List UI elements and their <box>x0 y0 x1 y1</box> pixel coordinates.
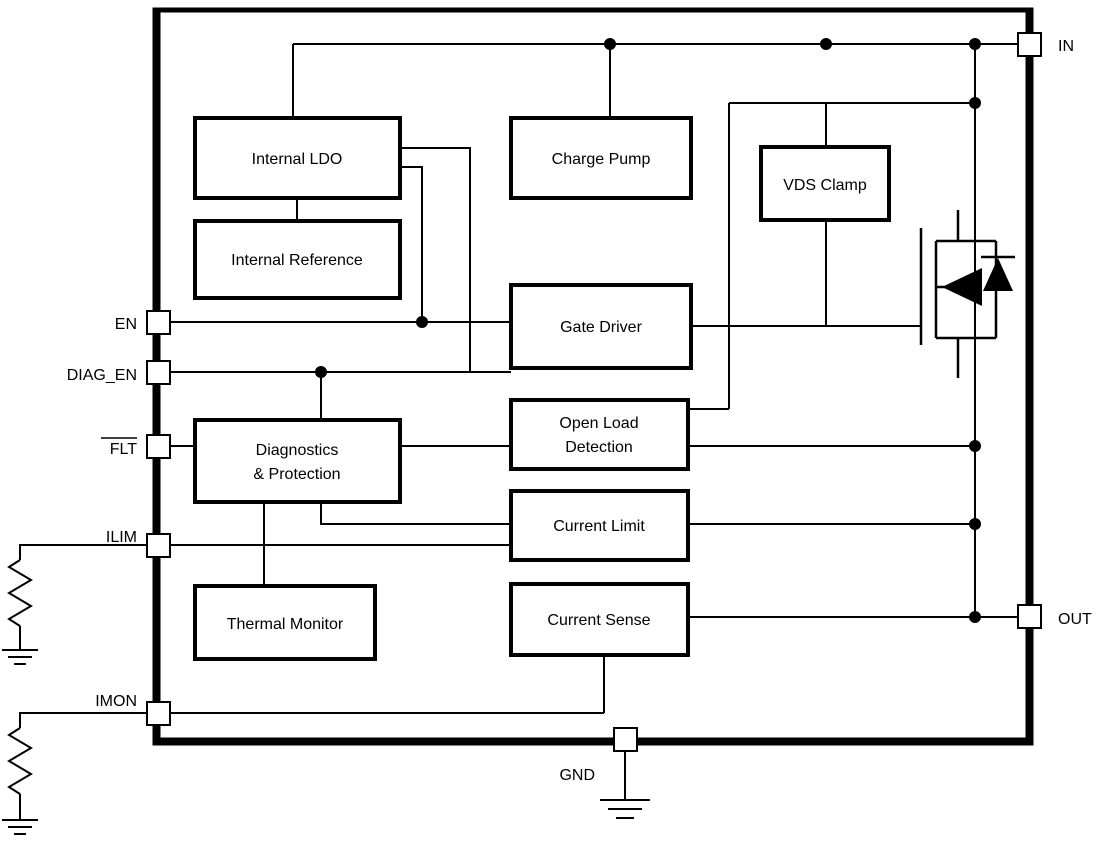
pin-en[interactable]: EN <box>115 310 171 335</box>
pin-label: GND <box>559 767 595 784</box>
gnd-external <box>600 751 650 819</box>
pin-gnd[interactable]: GND <box>559 727 638 784</box>
pin-in[interactable]: IN <box>1017 32 1074 57</box>
ground-symbol-ilim <box>2 649 38 665</box>
pin-label: FLT <box>110 441 137 458</box>
block-charge-pump[interactable]: Charge Pump <box>509 116 693 200</box>
block-label: Current Limit <box>553 518 645 535</box>
block-thermal-monitor[interactable]: Thermal Monitor <box>193 584 377 661</box>
block-label: Current Sense <box>547 612 650 629</box>
ground-symbol-imon <box>2 819 38 835</box>
pin-out[interactable]: OUT <box>1017 604 1092 629</box>
pin-label: IMON <box>95 693 137 710</box>
junction-dots <box>315 38 981 623</box>
functional-blocks: Internal LDO Internal Reference Charge P… <box>193 116 891 661</box>
block-diagnostics-protection[interactable]: Diagnostics & Protection <box>193 418 402 504</box>
block-internal-reference[interactable]: Internal Reference <box>193 219 402 300</box>
block-label: Internal LDO <box>252 151 343 168</box>
external-circuitry <box>2 544 650 835</box>
block-label-line1: Diagnostics <box>256 442 339 459</box>
block-gate-driver[interactable]: Gate Driver <box>509 283 693 370</box>
internal-wiring <box>167 43 1028 714</box>
block-label: Internal Reference <box>231 252 363 269</box>
pin-label: EN <box>115 316 137 333</box>
pin-label: ILIM <box>106 529 137 546</box>
block-open-load-detection[interactable]: Open Load Detection <box>509 398 690 471</box>
pin-label: DIAG_EN <box>67 367 137 384</box>
block-internal-ldo[interactable]: Internal LDO <box>193 116 402 200</box>
block-label-line2: Detection <box>565 439 633 456</box>
block-label: VDS Clamp <box>783 177 867 194</box>
power-mosfet-symbol <box>919 210 1015 378</box>
mosfet-channel-arrow <box>942 268 982 306</box>
pin-label: OUT <box>1058 611 1092 628</box>
ground-symbol-gnd <box>600 799 650 819</box>
pins: IN OUT EN DIAG_EN FLT ILIM IMON <box>67 32 1092 784</box>
pin-ilim[interactable]: ILIM <box>106 529 171 558</box>
pin-diag-en[interactable]: DIAG_EN <box>67 360 171 385</box>
ilim-external-resistor <box>2 544 147 665</box>
block-label: Thermal Monitor <box>227 616 344 633</box>
pin-flt[interactable]: FLT <box>101 434 171 459</box>
block-current-sense[interactable]: Current Sense <box>509 582 690 657</box>
block-label-line1: Open Load <box>559 415 638 432</box>
block-vds-clamp[interactable]: VDS Clamp <box>759 145 891 222</box>
block-label: Gate Driver <box>560 319 642 336</box>
block-label-line2: & Protection <box>253 466 340 483</box>
body-diode-triangle <box>983 258 1013 291</box>
imon-external-resistor <box>2 712 147 835</box>
block-current-limit[interactable]: Current Limit <box>509 489 690 562</box>
block-label: Charge Pump <box>552 151 651 168</box>
pin-label: IN <box>1058 38 1074 55</box>
